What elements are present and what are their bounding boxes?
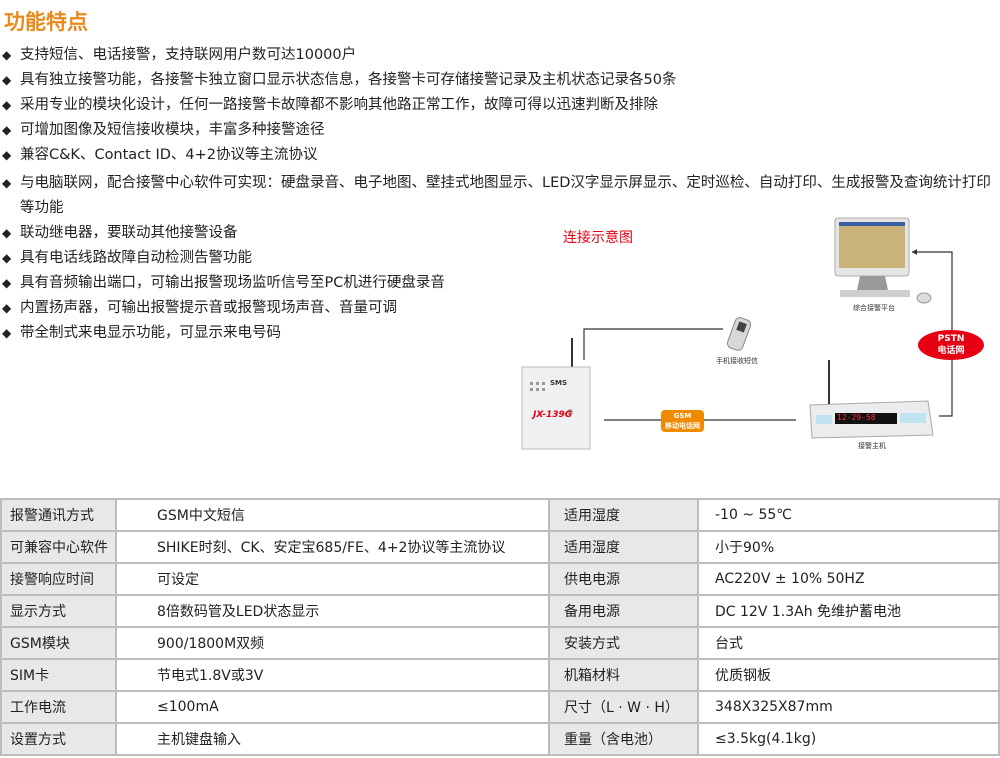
- section-title: 功能特点: [4, 10, 88, 34]
- pstn-line1: PSTN: [937, 334, 965, 344]
- spec-label: 适用湿度: [548, 498, 699, 532]
- feature-item: 带全制式来电显示功能，可显示来电号码: [2, 321, 1000, 346]
- spec-label: 可兼容中心软件: [0, 530, 117, 564]
- spec-value: 小于90%: [697, 530, 1000, 564]
- spec-value: DC 12V 1.3Ah 免维护蓄电池: [697, 594, 1000, 628]
- feature-item: 与电脑联网，配合接警中心软件可实现：硬盘录音、电子地图、壁挂式地图显示、LED汉…: [2, 171, 1000, 221]
- spec-label: 适用湿度: [548, 530, 699, 564]
- gsm-alarm-device: [521, 338, 591, 450]
- feature-item: 支持短信、电话接警，支持联网用户数可达10000户: [2, 43, 1000, 68]
- feature-item: 具有电话线路故障自动检测告警功能: [2, 246, 1000, 271]
- platform-label: 综合接警平台: [853, 304, 895, 312]
- spec-value: SHIKE时刻、CK、安定宝685/FE、4+2协议等主流协议: [115, 530, 550, 564]
- feature-item: 采用专业的模块化设计，任何一路接警卡故障都不影响其他路正常工作，故障可得以迅速判…: [2, 93, 1000, 118]
- feature-item: 可增加图像及短信接收模块，丰富多种接警途径: [2, 118, 1000, 143]
- device-model-label: JX-139G: [533, 410, 573, 420]
- spec-value: ≤100mA: [115, 690, 550, 724]
- computer-icon: [834, 217, 932, 304]
- pstn-network-badge: PSTN 电话网: [918, 330, 984, 360]
- gsm-network-badge: GSM 移动电话网: [661, 410, 704, 432]
- spec-label: 尺寸（L · W · H）: [548, 690, 699, 724]
- spec-value: 节电式1.8V或3V: [115, 658, 550, 692]
- spec-label: 工作电流: [0, 690, 117, 724]
- spec-value: -10 ~ 55℃: [697, 498, 1000, 532]
- alarm-host-device: [809, 360, 934, 439]
- gsm-line2: 移动电话网: [665, 422, 700, 430]
- phone-label: 手机接收短信: [716, 357, 758, 365]
- feature-item: 具有音频输出端口，可输出报警现场监听信号至PC机进行硬盘录音: [2, 271, 1000, 296]
- diagram-lines: [521, 217, 953, 450]
- spec-label: 重量（含电池）: [548, 722, 699, 756]
- spec-value: 优质钢板: [697, 658, 1000, 692]
- spec-value: 900/1800M双频: [115, 626, 550, 660]
- gsm-line1: GSM: [673, 412, 692, 420]
- spec-value: 台式: [697, 626, 1000, 660]
- spec-label: 显示方式: [0, 594, 117, 628]
- device-sms-label: SMS: [550, 379, 568, 387]
- spec-value: 8倍数码管及LED状态显示: [115, 594, 550, 628]
- mobile-phone-icon: [726, 317, 752, 351]
- host-label: 接警主机: [858, 442, 886, 450]
- connection-diagram: 连接示意图 综合接警平台 手机接收短信 接警主机 SMS JX-139G 12-…: [500, 210, 1000, 470]
- spec-label: GSM模块: [0, 626, 117, 660]
- feature-item: 内置扬声器，可输出报警提示音或报警现场声音、音量可调: [2, 296, 1000, 321]
- feature-item: 联动继电器，要联动其他接警设备: [2, 221, 1000, 246]
- spec-row: 设置方式主机键盘输入重量（含电池）≤3.5kg(4.1kg): [0, 722, 1000, 756]
- spec-value: 可设定: [115, 562, 550, 596]
- feature-list: 支持短信、电话接警，支持联网用户数可达10000户 具有独立接警功能，各接警卡独…: [2, 43, 1000, 346]
- spec-label: SIM卡: [0, 658, 117, 692]
- spec-label: 安装方式: [548, 626, 699, 660]
- feature-item: 兼容C&K、Contact ID、4+2协议等主流协议: [2, 143, 1000, 168]
- spec-label: 设置方式: [0, 722, 117, 756]
- feature-item: 具有独立接警功能，各接警卡独立窗口显示状态信息，各接警卡可存储接警记录及主机状态…: [2, 68, 1000, 93]
- host-display: 12-29-58: [837, 413, 876, 422]
- spec-label: 接警响应时间: [0, 562, 117, 596]
- spec-label: 供电电源: [548, 562, 699, 596]
- spec-label: 备用电源: [548, 594, 699, 628]
- spec-value: 348X325X87mm: [697, 690, 1000, 724]
- spec-value: AC220V ± 10% 50HZ: [697, 562, 1000, 596]
- pstn-line2: 电话网: [937, 346, 965, 356]
- spec-value: 主机键盘输入: [115, 722, 550, 756]
- diagram-title: 连接示意图: [563, 230, 633, 246]
- spec-label: 报警通讯方式: [0, 498, 117, 532]
- spec-value: GSM中文短信: [115, 498, 550, 532]
- spec-label: 机箱材料: [548, 658, 699, 692]
- spec-value: ≤3.5kg(4.1kg): [697, 722, 1000, 756]
